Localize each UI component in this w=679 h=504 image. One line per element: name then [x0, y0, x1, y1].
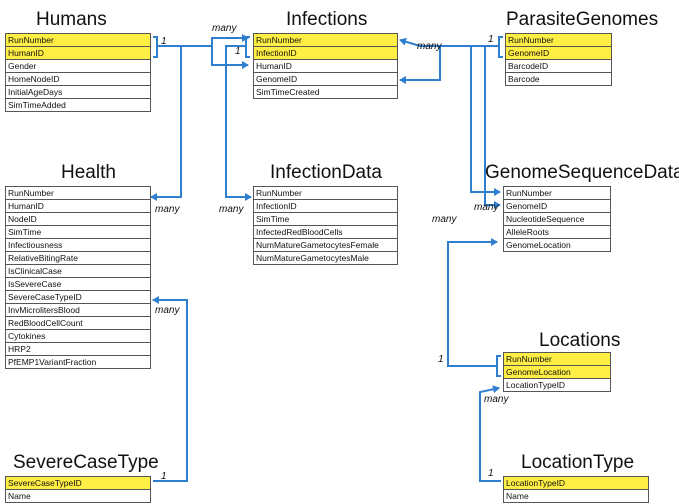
field-name: Name	[503, 489, 649, 503]
card-health-many: many	[155, 204, 180, 215]
field-row: GenomeID	[505, 46, 612, 60]
field-name: NumMatureGametocytesMale	[253, 251, 398, 265]
severe-health-link	[152, 296, 188, 482]
parasite-infections-link	[399, 37, 499, 47]
locations-genomeseq-link	[447, 238, 498, 367]
card-infections-many-top: many	[212, 23, 237, 34]
field-name: SimTimeCreated	[253, 85, 398, 99]
card-genome-seq-many-left: many	[432, 214, 457, 225]
field-row: SimTimeAdded	[5, 98, 151, 112]
field-row: RunNumber	[505, 33, 612, 47]
card-parasite-one: 1	[488, 34, 494, 45]
field-name: Barcode	[505, 72, 612, 86]
card-location-type-one: 1	[488, 468, 494, 479]
field-name: RunNumber	[505, 33, 612, 47]
field-name: HumanID	[5, 46, 151, 60]
field-row: PfEMP1VariantFraction	[5, 355, 151, 369]
infection-data-title: InfectionData	[270, 162, 382, 183]
location-type-title: LocationType	[521, 452, 635, 473]
parasite-infections-genomeid-link	[399, 46, 441, 84]
field-name: Name	[5, 489, 151, 503]
locationtype-locations-link	[479, 385, 501, 482]
parasite-genomeseq-link-2	[484, 46, 501, 209]
field-name: GenomeLocation	[503, 238, 611, 252]
field-row: InfectedRedBloodCells	[253, 225, 398, 239]
health-title: Health	[61, 162, 116, 183]
field-name: SimTimeAdded	[5, 98, 151, 112]
card-infection-data-many: many	[219, 204, 244, 215]
field-name: PfEMP1VariantFraction	[5, 355, 151, 369]
locations-key-bracket	[496, 355, 501, 377]
card-humans-one: 1	[161, 36, 167, 47]
parasite-key-bracket	[498, 36, 503, 58]
field-row: NumMatureGametocytesMale	[253, 251, 398, 265]
field-name: GenomeID	[505, 46, 612, 60]
card-locations-one: 1	[438, 354, 444, 365]
field-name: InfectionID	[253, 46, 398, 60]
humans-title: Humans	[36, 9, 107, 30]
field-row: Name	[503, 489, 649, 503]
field-row: LocationTypeID	[503, 378, 611, 392]
humans-health-link	[150, 45, 182, 201]
infections-key-bracket	[245, 36, 250, 58]
infections-infectiondata-link	[225, 45, 252, 201]
field-row: Name	[5, 489, 151, 503]
field-row: SimTimeCreated	[253, 85, 398, 99]
field-name: LocationTypeID	[503, 378, 611, 392]
card-health-severe-many: many	[155, 305, 180, 316]
field-row: Barcode	[505, 72, 612, 86]
field-row: GenomeLocation	[503, 238, 611, 252]
card-infections-one: 1	[235, 46, 241, 57]
card-genome-seq-many-right: many	[474, 202, 499, 213]
parasite-genomes-title: ParasiteGenomes	[506, 9, 659, 30]
field-row: HumanID	[5, 46, 151, 60]
locations-title: Locations	[539, 330, 621, 351]
card-parasite-many: many	[417, 41, 442, 52]
field-row: GenomeLocation	[503, 365, 611, 379]
field-name: InfectedRedBloodCells	[253, 225, 398, 239]
infections-title: Infections	[286, 9, 368, 30]
card-severe-one: 1	[161, 471, 167, 482]
genome-sequence-data-title: GenomeSequenceData	[485, 162, 679, 183]
field-row: InfectionID	[253, 46, 398, 60]
card-locations-many: many	[484, 394, 509, 405]
field-name: GenomeLocation	[503, 365, 611, 379]
parasite-genomeseq-link	[470, 46, 501, 196]
humans-key-bracket	[153, 36, 158, 58]
severe-case-type-title: SevereCaseType	[13, 452, 159, 473]
